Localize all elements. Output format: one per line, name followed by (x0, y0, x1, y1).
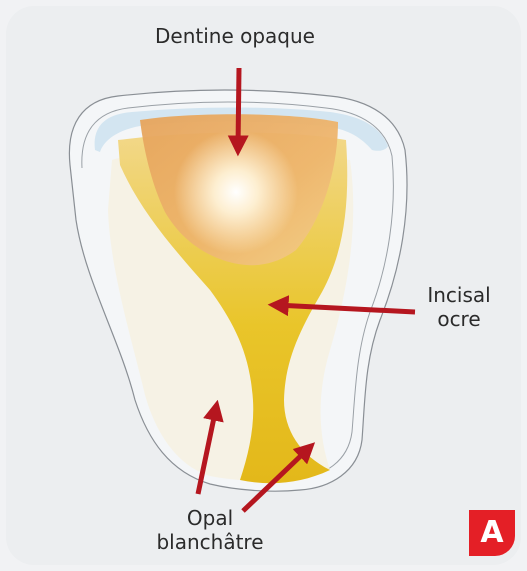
label-incisal-line1: Incisal (418, 283, 500, 307)
label-opal-blanchatre: Opal blanchâtre (150, 506, 270, 554)
label-opal-line1: Opal (150, 506, 270, 530)
figure-letter-badge: A (469, 510, 515, 556)
label-incisal-line2: ocre (418, 307, 500, 331)
label-dentine-opaque: Dentine opaque (140, 24, 330, 48)
arrow-dentine (238, 68, 239, 148)
label-incisal-ocre: Incisal ocre (418, 283, 500, 331)
light-glow (174, 130, 298, 254)
label-opal-line2: blanchâtre (150, 530, 270, 554)
